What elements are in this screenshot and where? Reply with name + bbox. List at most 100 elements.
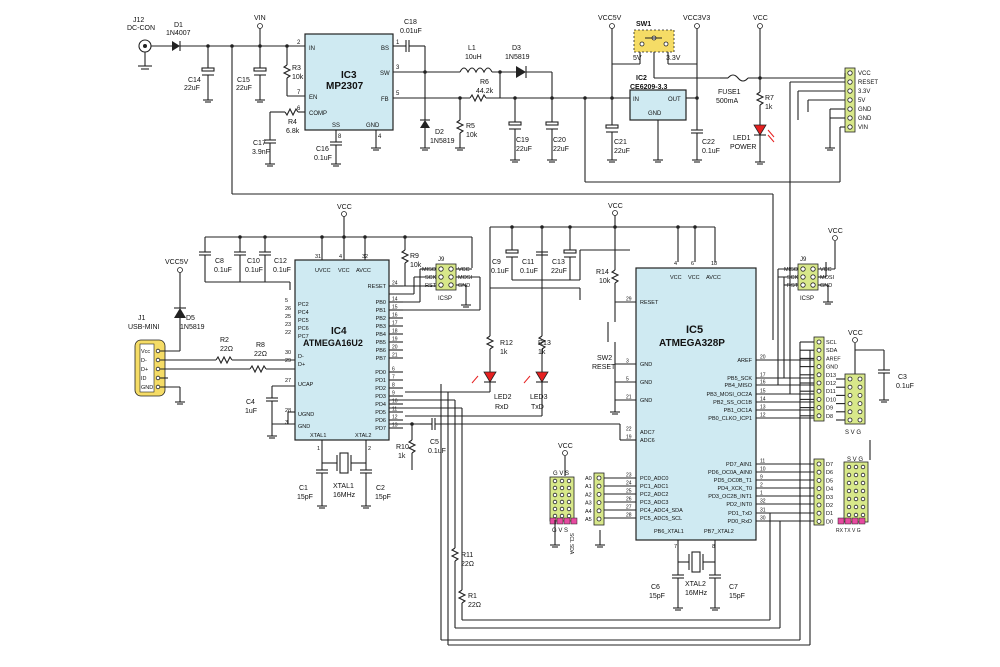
c20-label: C20 — [553, 137, 566, 144]
hdr-vin: VIN — [858, 125, 868, 131]
ic5-left-num-7: 24 — [626, 481, 632, 487]
ic5-right-num-1: 17 — [760, 373, 766, 379]
c22-value: 0.1uF — [702, 148, 720, 155]
hdr-d-label-2: D5 — [826, 478, 833, 484]
ic5-left-num-1: 3 — [626, 359, 629, 365]
r9-value: 10k — [410, 262, 422, 269]
ic3-pin-in: IN — [309, 46, 315, 52]
ic5-left-num-6: 23 — [626, 473, 632, 479]
ic4-right-num-11: 8 — [392, 383, 395, 389]
l1-label: L1 — [468, 45, 476, 52]
b-svg-bottom: S V G — [845, 430, 861, 436]
ic4-right-pin-9: PD0 — [375, 370, 386, 376]
ic4-right-num-14: 11 — [392, 407, 397, 413]
ic5-icsp-gnd: GND — [820, 283, 832, 289]
d2-label: D2 — [435, 129, 444, 136]
sw2-label: SW2 — [597, 355, 612, 362]
ic4-pin-gnd: GND — [298, 424, 310, 430]
dc-jack-j12: J12 DC-CON — [127, 17, 155, 70]
ic5-right-num-4: 14 — [760, 397, 766, 403]
ic5-right-pin-9: PD5_OC0B_T1 — [714, 478, 752, 484]
hdr-b-label-7: D10 — [826, 397, 836, 403]
r11-value: 22Ω — [461, 561, 474, 568]
crystal-xtal2: XTAL2 16MHz — [685, 551, 708, 597]
r10-label: R10 — [396, 444, 409, 451]
ic5-left-num-4: 22 — [626, 427, 632, 433]
c10-label: C10 — [247, 258, 260, 265]
ic4-right-pin-1: PB0 — [376, 300, 386, 306]
r3-label: R3 — [292, 65, 301, 72]
ic4-right-pin-6: PB5 — [376, 340, 386, 346]
ic5-right-pin-3: PB3_MOSI_OC2A — [706, 392, 752, 398]
vcc3v3-label: VCC3V3 — [683, 15, 710, 22]
ic4-section: VCC C8 0.1uF C10 0.1uF C12 0.1uF R9 10k — [128, 204, 810, 646]
ic2-out: OUT — [668, 97, 681, 103]
hdr-b-label-1: SDA — [826, 348, 838, 354]
ic5-j9-label: J9 — [800, 257, 807, 263]
c15-value: 22uF — [236, 85, 252, 92]
j12-label: J12 — [133, 17, 144, 24]
d-rxtx: RX TX V G — [836, 528, 861, 534]
ic5-right-pin-2: PB4_MISO — [724, 383, 752, 389]
ic5-icsp-sck: SCK — [787, 275, 799, 281]
ic4-j9-label: J9 — [438, 257, 445, 263]
hdr-d-label-3: D4 — [826, 487, 833, 493]
ic4-part: ATMEGA16U2 — [303, 338, 363, 348]
hdr-b-label-4: D13 — [826, 373, 836, 379]
hdr-d-label-1: D6 — [826, 470, 833, 476]
c3-value: 0.1uF — [896, 383, 914, 390]
ic4-num-27: 27 — [285, 378, 291, 384]
hdr-b-label-2: AREF — [826, 356, 841, 362]
inductor-l1: L1 10uH — [459, 45, 493, 74]
ic3-pin-en: EN — [309, 95, 317, 101]
d3-label: D3 — [512, 45, 521, 52]
ic4-num-1: 1 — [317, 446, 320, 452]
ic5-left-pins: RESET29GND3GND5GND21ADC722ADC619PC0_ADC0… — [604, 297, 683, 522]
ic4-right-num-4: 17 — [392, 321, 398, 327]
ic4-num-2: 2 — [368, 446, 371, 452]
ic4-right-num-0: 24 — [392, 281, 398, 287]
c6-value: 15pF — [649, 593, 665, 600]
ic4-num-3: 3 — [285, 420, 288, 426]
c13-value: 22uF — [551, 268, 567, 275]
ic4-num-23: 23 — [285, 322, 291, 328]
ic5-right-num-13: 31 — [760, 508, 766, 514]
r10-value: 1k — [398, 453, 406, 460]
r12-value: 1k — [500, 349, 508, 356]
hdr-d-label-5: D2 — [826, 503, 833, 509]
hdr-5v: 5V — [858, 98, 865, 104]
ic4-num-28: 28 — [285, 408, 291, 414]
vcc-label-power: VCC — [753, 15, 768, 22]
j12-name: DC-CON — [127, 25, 155, 32]
c10-value: 0.1uF — [245, 267, 263, 274]
ic4-right-pin-11: PD2 — [375, 386, 386, 392]
power-header: VCC RESET 3.3V 5V GND GND VIN — [844, 67, 878, 133]
ic5-left-pin-6: PC0_ADC0 — [640, 476, 668, 482]
c12-value: 0.1uF — [273, 267, 291, 274]
ic5-right-pin-11: PD3_OC2B_INT1 — [708, 494, 752, 500]
led3-label: LED3 — [530, 394, 548, 401]
ic4-right-pin-15: PD6 — [375, 418, 386, 424]
ic4-pin-dplus: D+ — [298, 362, 305, 368]
r2-label: R2 — [220, 337, 229, 344]
ic4-right-pin-5: PB4 — [376, 332, 386, 338]
c1-label: C1 — [299, 485, 308, 492]
ic5-pin-pb6: PB6_XTAL1 — [654, 529, 684, 535]
ic5-left-pin-3: GND — [640, 398, 652, 404]
usb-mini-j1: Vcc D- D+ ID GND J1 USB-MINI — [128, 315, 166, 397]
r6-value: 44.2k — [476, 88, 494, 95]
ic4-right-pin-12: PD3 — [375, 394, 386, 400]
ic4-right-num-16: 13 — [392, 423, 398, 429]
hdr-a-label-5: A5 — [585, 517, 592, 523]
r6-label: R6 — [480, 79, 489, 86]
ic4-right-num-9: 6 — [392, 367, 395, 373]
r3-value: 10k — [292, 74, 304, 81]
j1-label: J1 — [138, 315, 146, 322]
ic4-right-pin-16: PD7 — [375, 426, 386, 432]
ic5-left-pin-10: PC4_ADC4_SDA — [640, 508, 683, 514]
ic4-decoupling: C8 0.1uF C10 0.1uF C12 0.1uF — [199, 237, 291, 290]
ic5-right-pin-13: PD1_TxD — [728, 511, 752, 517]
c21-label: C21 — [614, 139, 627, 146]
